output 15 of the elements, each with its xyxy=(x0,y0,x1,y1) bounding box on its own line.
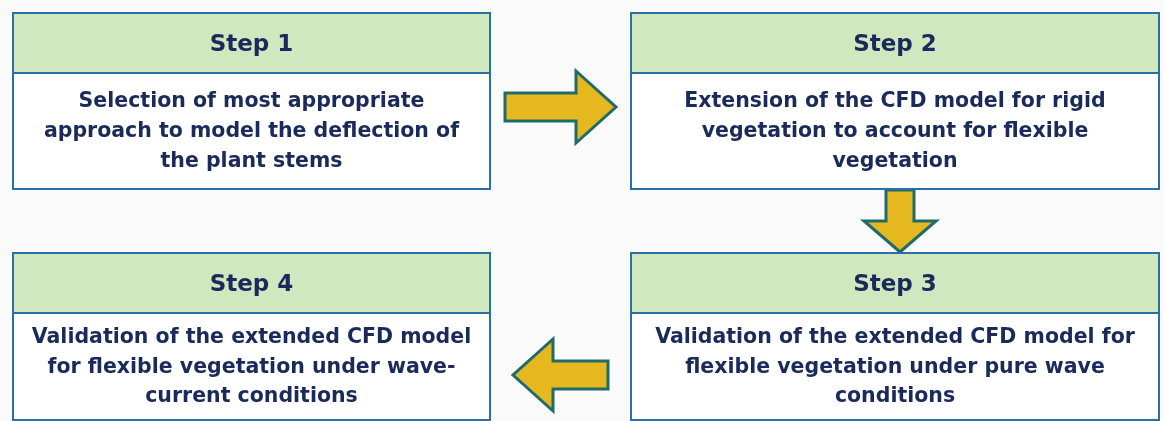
step-description: Validation of the extended CFD model for flexible vegetation under pure wave conditions xyxy=(654,322,1136,410)
block-arrow xyxy=(859,188,941,254)
step-title: Step 3 xyxy=(853,270,937,296)
block-arrow xyxy=(503,67,619,147)
step-title: Step 2 xyxy=(853,30,937,56)
step-card xyxy=(12,252,491,421)
step-card xyxy=(12,12,491,190)
step-description: Selection of most appropriate approach to model the deflection of the plant stems xyxy=(42,87,461,174)
block-arrow xyxy=(510,335,610,415)
step-title: Step 1 xyxy=(209,30,294,56)
step-card xyxy=(630,12,1160,190)
step-description: Extension of the CFD model for rigid vegetation to account for flexible vegetation xyxy=(683,87,1107,174)
step-description: Validation of the extended CFD model for flexible vegetation under wave-current conditions xyxy=(30,322,473,410)
step-title: Step 4 xyxy=(209,270,294,296)
step-card xyxy=(630,252,1160,421)
